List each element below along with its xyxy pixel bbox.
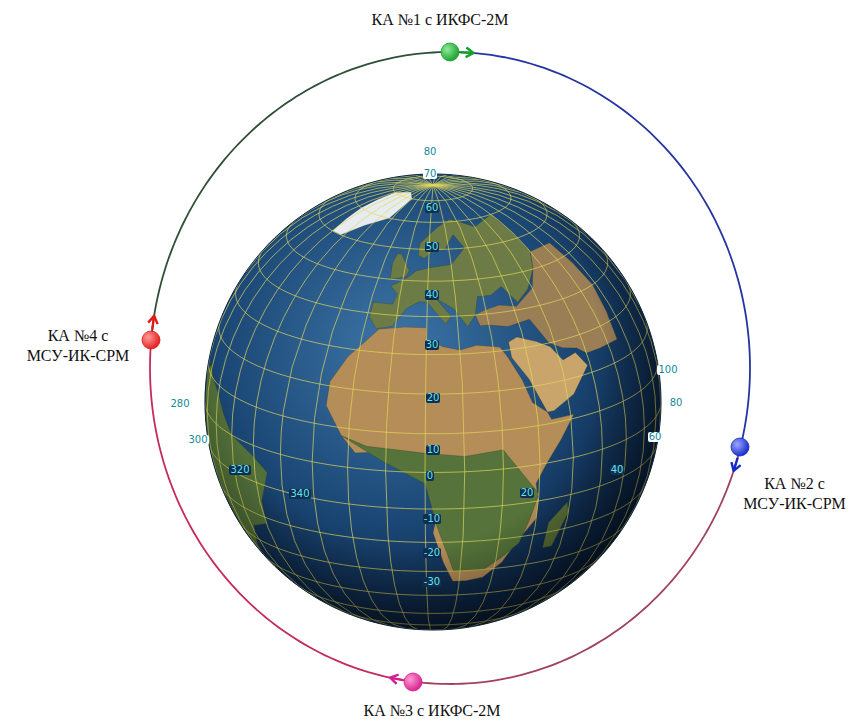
orbit bbox=[148, 48, 750, 684]
motion-arrow-head bbox=[148, 316, 158, 324]
grid-degree-label: 50 bbox=[425, 242, 440, 252]
grid-degree-label: 300 bbox=[187, 435, 208, 445]
earth-globe bbox=[205, 174, 661, 630]
grid-degree-label: 320 bbox=[229, 465, 250, 475]
grid-degree-label: 100 bbox=[657, 365, 678, 375]
orbit-arc bbox=[151, 52, 450, 340]
satellite-dot bbox=[404, 673, 422, 691]
grid-degree-label: 0 bbox=[426, 471, 434, 481]
orbit-arc bbox=[150, 340, 413, 681]
grid-degree-label: -30 bbox=[423, 577, 441, 587]
motion-arrow-head bbox=[731, 462, 740, 471]
globe-shade bbox=[205, 174, 661, 630]
grid-degree-label: 70 bbox=[423, 169, 438, 179]
grid-degree-label: -20 bbox=[423, 548, 441, 558]
satellite-dot bbox=[729, 436, 751, 458]
satellite-dot bbox=[140, 329, 162, 351]
satellite-label: КА №4 с МСУ-ИК-СРМ bbox=[16, 326, 141, 366]
satellite-node: КА №2 с МСУ-ИК-СРМ bbox=[729, 436, 857, 514]
satellite-label: КА №1 с ИКФС-2М bbox=[372, 10, 509, 30]
grid-degree-label: 20 bbox=[426, 393, 441, 403]
graticule bbox=[205, 174, 661, 630]
grid-degree-label: 40 bbox=[610, 465, 625, 475]
grid-degree-label: 280 bbox=[169, 399, 190, 409]
satellite-dot bbox=[441, 43, 459, 61]
satellite-node: КА №3 с ИКФС-2М bbox=[364, 671, 501, 721]
grid-degree-label: 10 bbox=[426, 445, 441, 455]
satellite-label: КА №2 с МСУ-ИК-СРМ bbox=[732, 474, 857, 514]
satellite-dot bbox=[142, 331, 160, 349]
satellite-dot bbox=[402, 671, 424, 693]
grid-degree-label: 340 bbox=[289, 489, 310, 499]
satellite-node: КА №1 с ИКФС-2М bbox=[372, 10, 509, 63]
satellite-node: КА №4 с МСУ-ИК-СРМ bbox=[16, 326, 163, 366]
grid-degree-label: 30 bbox=[425, 340, 440, 350]
orbit-arc bbox=[450, 52, 750, 447]
orbit-arc bbox=[413, 447, 740, 684]
grid-degree-label: 80 bbox=[423, 147, 438, 157]
grid-degree-label: 40 bbox=[425, 290, 440, 300]
grid-degree-label: 80 bbox=[669, 398, 684, 408]
satellite-label: КА №3 с ИКФС-2М bbox=[364, 701, 501, 721]
satellite-dot bbox=[439, 41, 461, 63]
motion-arrow-head bbox=[390, 675, 398, 684]
grid-degree-label: -10 bbox=[423, 514, 441, 524]
motion-arrow-head bbox=[466, 48, 474, 58]
grid-degree-label: 20 bbox=[520, 488, 535, 498]
satellite-dot bbox=[731, 438, 749, 456]
grid-degree-label: 60 bbox=[425, 203, 440, 213]
grid-degree-label: 60 bbox=[648, 432, 663, 442]
ocean bbox=[205, 174, 661, 630]
